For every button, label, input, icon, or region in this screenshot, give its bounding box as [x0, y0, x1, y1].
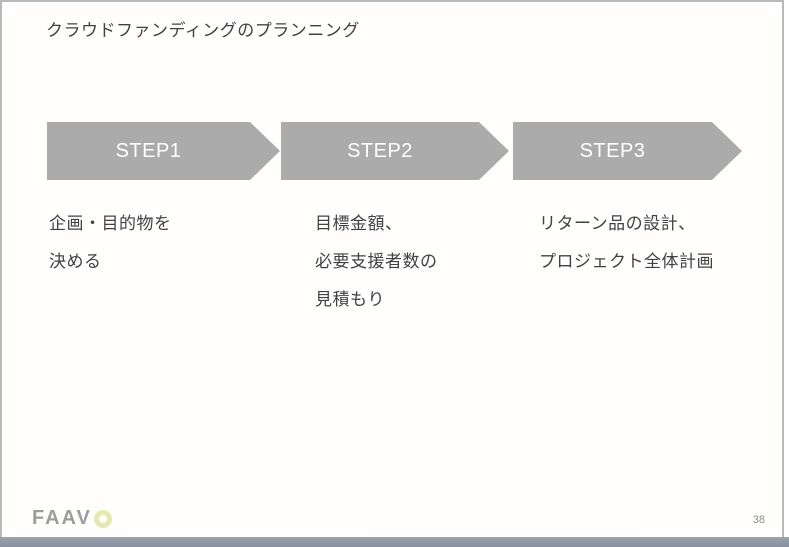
step3-description-line: プロジェクト全体計画 — [539, 252, 714, 271]
step3-arrow: STEP3 — [513, 122, 742, 180]
faavo-logo: FAAV — [32, 507, 112, 530]
process-arrow-row: STEP1 STEP2 STEP3 — [2, 122, 789, 180]
slide-title: クラウドファンディングのプランニング — [46, 21, 360, 40]
faavo-logo-text: FAAV — [32, 507, 92, 529]
step3-description-line: リターン品の設計、 — [539, 214, 696, 233]
slide-card: クラウドファンディングのプランニング STEP1 STEP2 STEP3 企画・… — [0, 0, 784, 538]
step1-description: 企画・目的物を 決める — [49, 205, 172, 281]
step2-description-line: 見積もり — [315, 290, 385, 309]
step2-description-line: 目標金額、 — [315, 214, 403, 233]
step2-arrow: STEP2 — [281, 122, 509, 180]
faavo-logo-o-icon — [93, 509, 112, 528]
step2-label: STEP2 — [347, 139, 413, 162]
step3-description: リターン品の設計、 プロジェクト全体計画 — [539, 205, 714, 281]
slide-bottom-bar — [0, 537, 789, 547]
step2-description: 目標金額、 必要支援者数の 見積もり — [315, 205, 438, 319]
step1-description-line: 決める — [49, 252, 102, 271]
step3-label: STEP3 — [579, 139, 646, 162]
step1-label: STEP1 — [115, 139, 182, 162]
step1-description-line: 企画・目的物を — [49, 214, 172, 233]
step2-description-line: 必要支援者数の — [315, 252, 438, 271]
page-number: 38 — [752, 514, 765, 526]
step1-arrow: STEP1 — [47, 122, 280, 180]
